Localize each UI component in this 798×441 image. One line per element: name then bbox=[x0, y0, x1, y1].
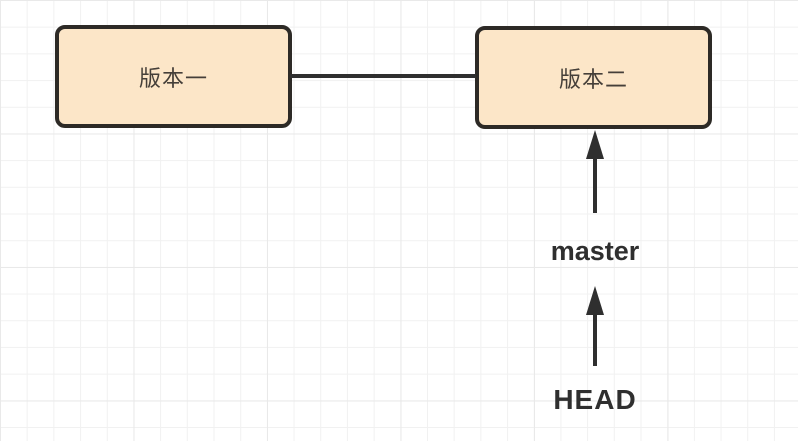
master-branch-label: master bbox=[550, 236, 640, 266]
node-version-2: 版本二 bbox=[475, 26, 712, 129]
arrow-up-master-to-version2-icon bbox=[586, 130, 604, 213]
node-version-1-label: 版本一 bbox=[138, 65, 208, 91]
node-version-2-label: 版本二 bbox=[558, 66, 628, 92]
edge-version1-to-version2 bbox=[290, 74, 476, 78]
arrow-up-head-to-master-icon bbox=[586, 286, 604, 366]
node-version-1: 版本一 bbox=[55, 25, 292, 128]
head-pointer-label: HEAD bbox=[553, 384, 637, 415]
